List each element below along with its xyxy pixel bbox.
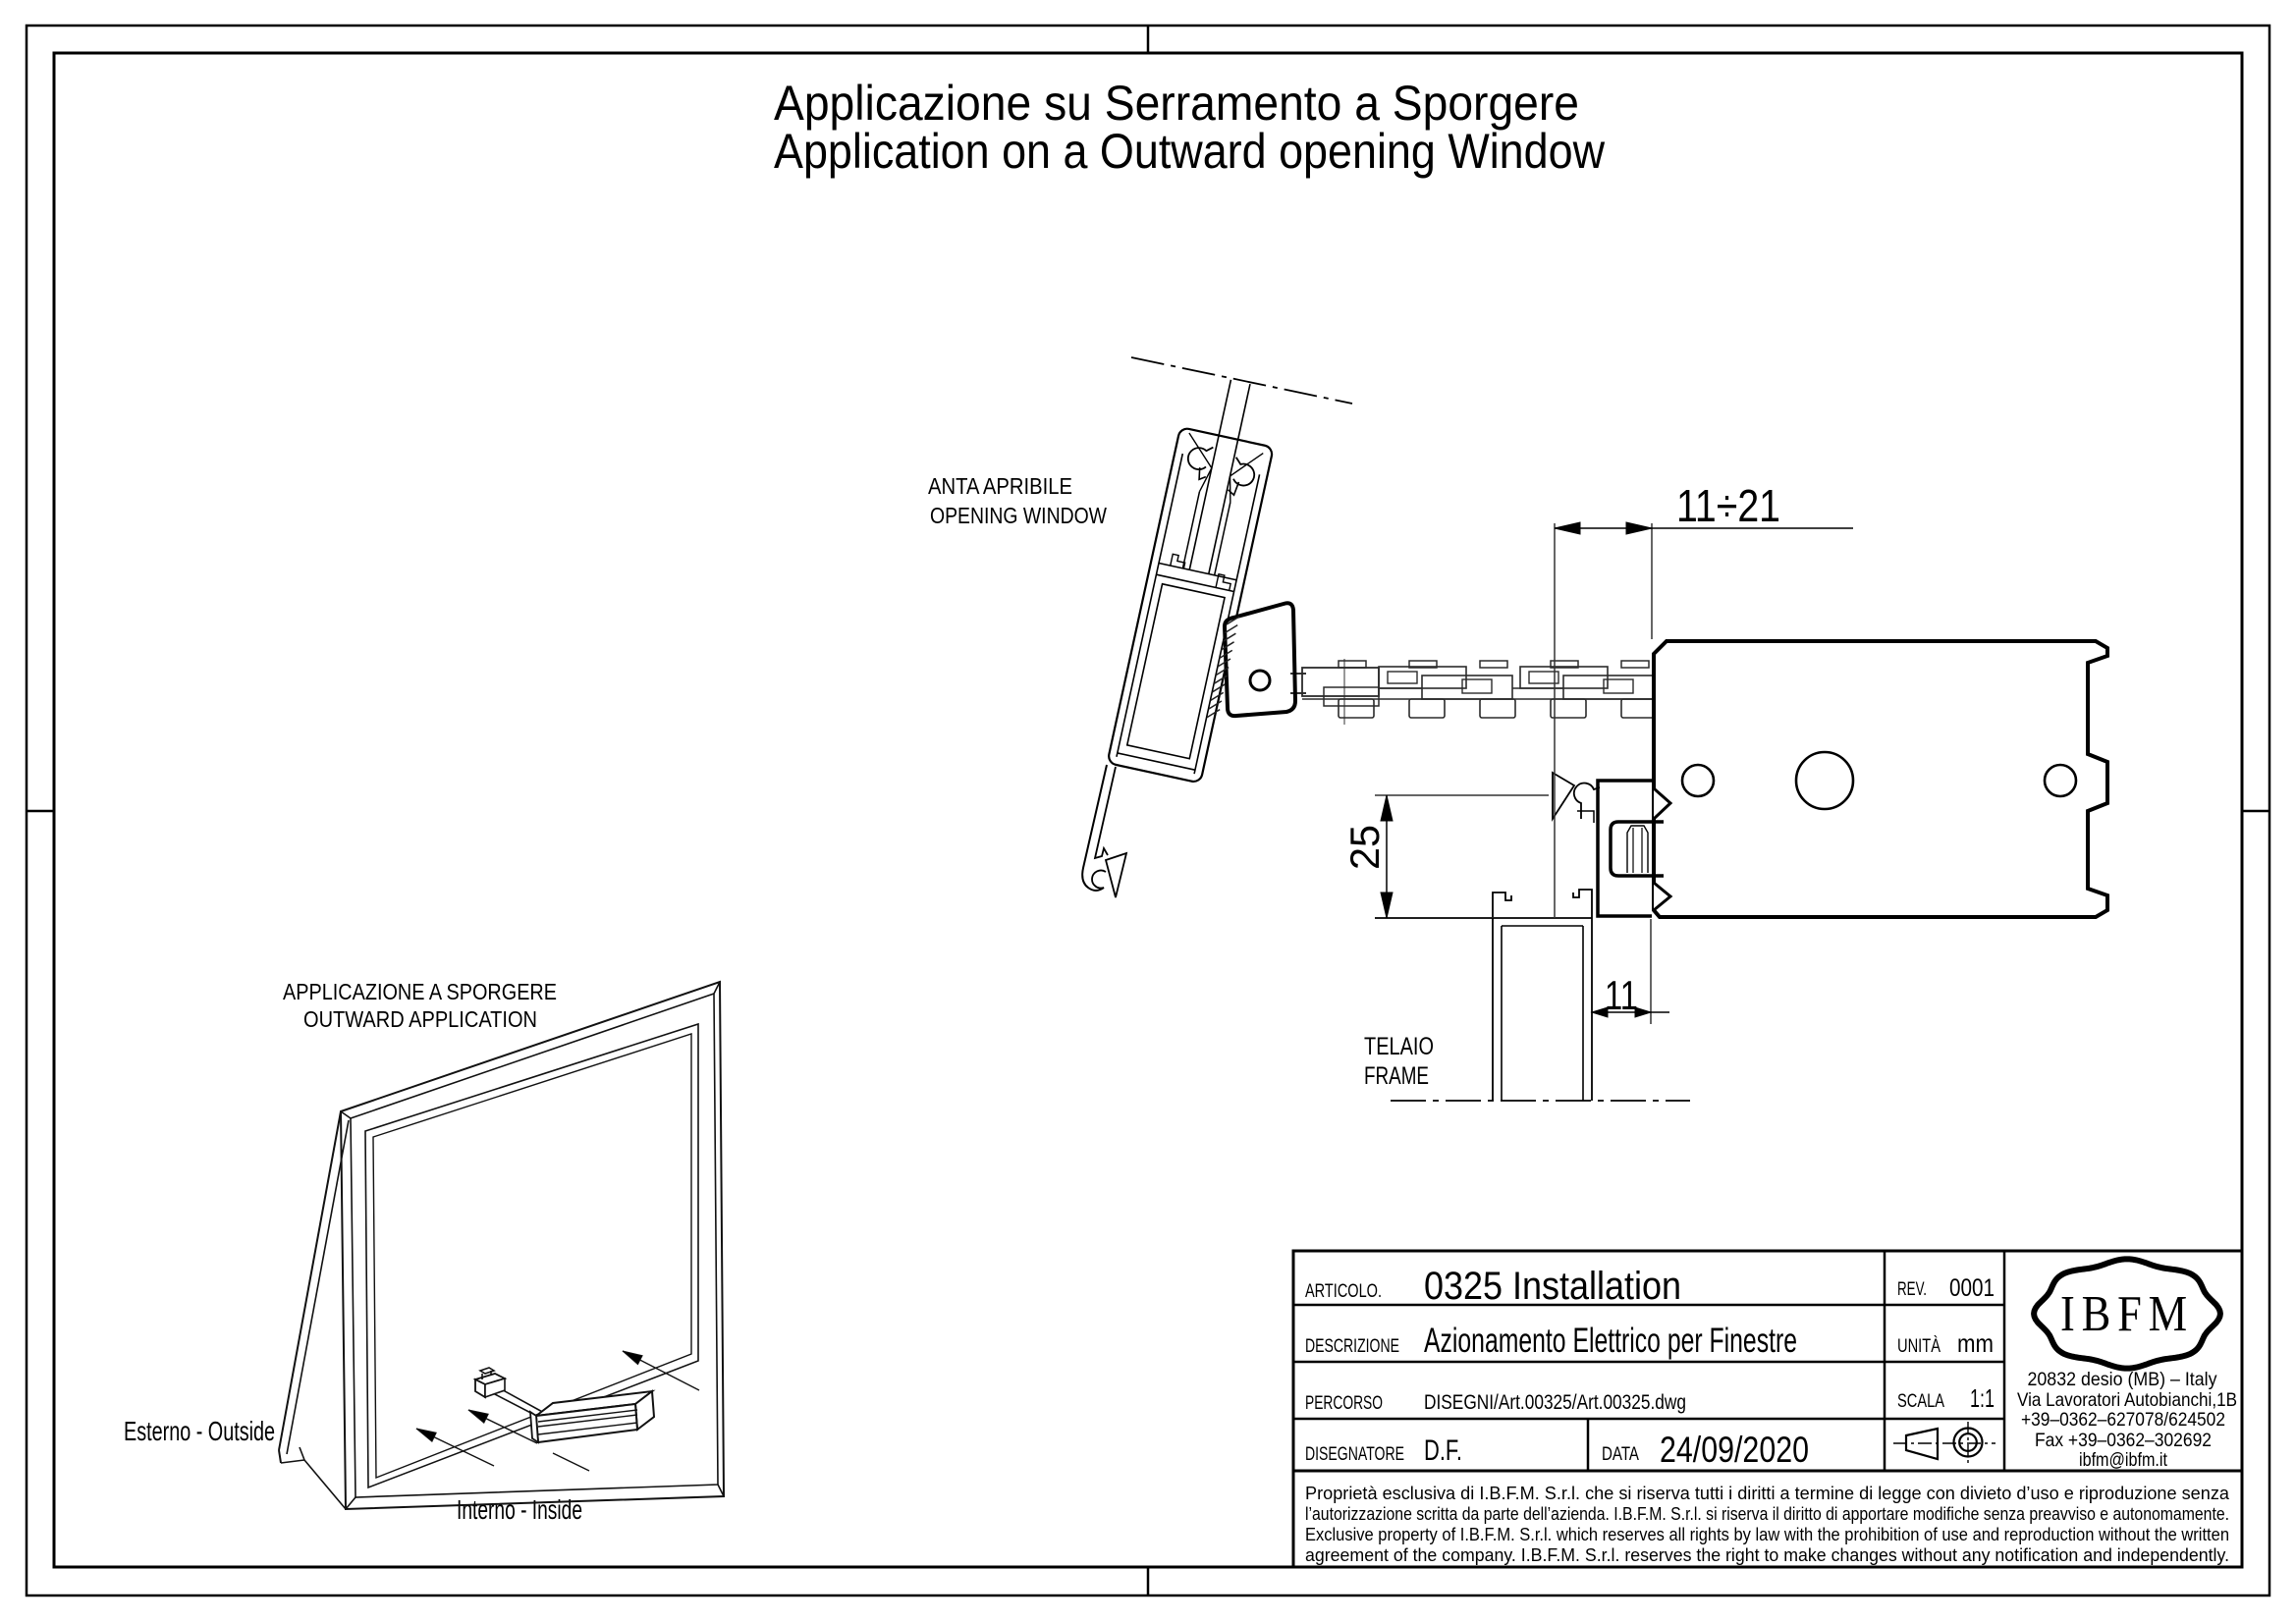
svg-text:agreement of the company. I.B.: agreement of the company. I.B.F.M. S.r.l… — [1305, 1545, 2229, 1565]
svg-text:11÷21: 11÷21 — [1676, 480, 1780, 531]
svg-text:mm: mm — [1957, 1328, 1994, 1358]
svg-text:0325 Installation: 0325 Installation — [1424, 1265, 1681, 1308]
svg-text:20832 desio (MB) – Italy: 20832 desio (MB) – Italy — [2028, 1369, 2217, 1390]
svg-text:PERCORSO: PERCORSO — [1305, 1393, 1383, 1414]
svg-text:UNITÀ: UNITÀ — [1897, 1336, 1941, 1357]
svg-text:D.F.: D.F. — [1424, 1434, 1462, 1467]
svg-text:FRAME: FRAME — [1364, 1062, 1429, 1090]
svg-text:OUTWARD APPLICATION: OUTWARD APPLICATION — [303, 1006, 537, 1032]
svg-text:0001: 0001 — [1949, 1274, 1995, 1302]
svg-text:DISEGNATORE: DISEGNATORE — [1305, 1444, 1404, 1465]
svg-text:Exclusive property of I.B.F.M.: Exclusive property of I.B.F.M. S.r.l. wh… — [1305, 1525, 2229, 1544]
svg-text:Interno - Inside: Interno - Inside — [457, 1494, 582, 1525]
svg-text:Esterno - Outside: Esterno - Outside — [124, 1416, 275, 1446]
svg-text:ANTA APRIBILE: ANTA APRIBILE — [928, 473, 1072, 499]
svg-text:Application on a Outward openi: Application on a Outward opening Window — [774, 124, 1606, 179]
svg-text:1:1: 1:1 — [1970, 1383, 1995, 1413]
svg-text:OPENING WINDOW: OPENING WINDOW — [930, 503, 1107, 528]
svg-text:SCALA: SCALA — [1897, 1391, 1944, 1412]
svg-text:ibfm@ibfm.it: ibfm@ibfm.it — [2079, 1449, 2167, 1471]
svg-text:Azionamento Elettrico per Fine: Azionamento Elettrico per Finestre — [1424, 1322, 1797, 1360]
svg-text:TELAIO: TELAIO — [1364, 1033, 1434, 1060]
svg-text:24/09/2020: 24/09/2020 — [1660, 1430, 1809, 1470]
svg-text:Proprietà esclusiva di I.B.F.M: Proprietà esclusiva di I.B.F.M. S.r.l. c… — [1305, 1484, 2230, 1503]
svg-text:+39–0362–627078/624502: +39–0362–627078/624502 — [2021, 1409, 2225, 1431]
svg-text:REV.: REV. — [1897, 1279, 1927, 1300]
svg-text:Fax +39–0362–302692: Fax +39–0362–302692 — [2035, 1430, 2212, 1451]
svg-text:11: 11 — [1605, 972, 1638, 1018]
svg-text:25: 25 — [1341, 825, 1388, 870]
svg-text:Applicazione su Serramento a S: Applicazione su Serramento a Sporgere — [774, 76, 1579, 131]
svg-text:APPLICAZIONE A SPORGERE: APPLICAZIONE A SPORGERE — [283, 979, 557, 1004]
svg-text:Via Lavoratori Autobianchi,1B: Via Lavoratori Autobianchi,1B — [2017, 1389, 2237, 1411]
svg-text:DESCRIZIONE: DESCRIZIONE — [1305, 1336, 1399, 1357]
svg-text:ARTICOLO.: ARTICOLO. — [1305, 1281, 1382, 1302]
svg-text:DISEGNI/Art.00325/Art.00325.dw: DISEGNI/Art.00325/Art.00325.dwg — [1424, 1391, 1686, 1414]
svg-text:IBFM: IBFM — [2060, 1286, 2194, 1342]
svg-text:DATA: DATA — [1602, 1444, 1639, 1465]
svg-text:l’autorizzazione scritta da pa: l’autorizzazione scritta da parte dell’a… — [1305, 1504, 2229, 1524]
